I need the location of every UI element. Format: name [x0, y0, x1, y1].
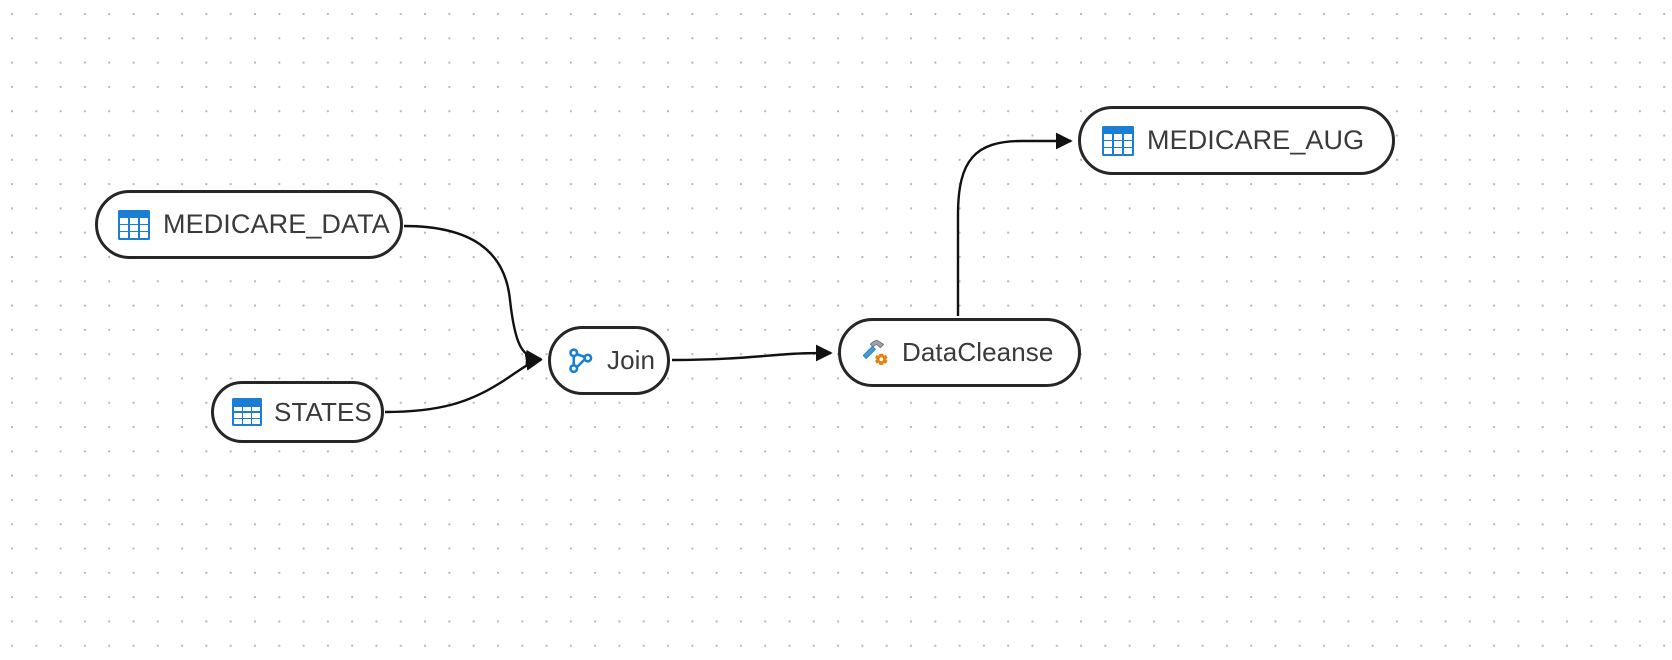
table-icon: [118, 209, 150, 240]
node-label: Join: [607, 345, 656, 375]
edge-medicare-data-join[interactable]: [403, 224, 543, 367]
edge-join-datacleanse[interactable]: [671, 344, 833, 362]
node-states[interactable]: STATES: [211, 381, 384, 443]
node-join[interactable]: Join: [548, 326, 670, 395]
edge-datacleanse-medicare-aug[interactable]: [956, 132, 1073, 316]
node-medicare-aug[interactable]: MEDICARE_AUG: [1078, 106, 1395, 175]
node-label: MEDICARE_DATA: [163, 209, 390, 239]
node-label: MEDICARE_AUG: [1147, 125, 1365, 155]
edge-states-join[interactable]: [384, 354, 543, 414]
node-medicare-data[interactable]: MEDICARE_DATA: [95, 190, 403, 259]
hammer-gear-icon: [862, 339, 888, 365]
table-icon: [232, 398, 262, 426]
join-branch-icon: [569, 347, 593, 373]
node-label: STATES: [274, 396, 372, 427]
table-icon: [1102, 125, 1134, 156]
node-label: DataCleanse: [902, 337, 1054, 367]
node-datacleanse[interactable]: DataCleanse: [838, 318, 1081, 387]
